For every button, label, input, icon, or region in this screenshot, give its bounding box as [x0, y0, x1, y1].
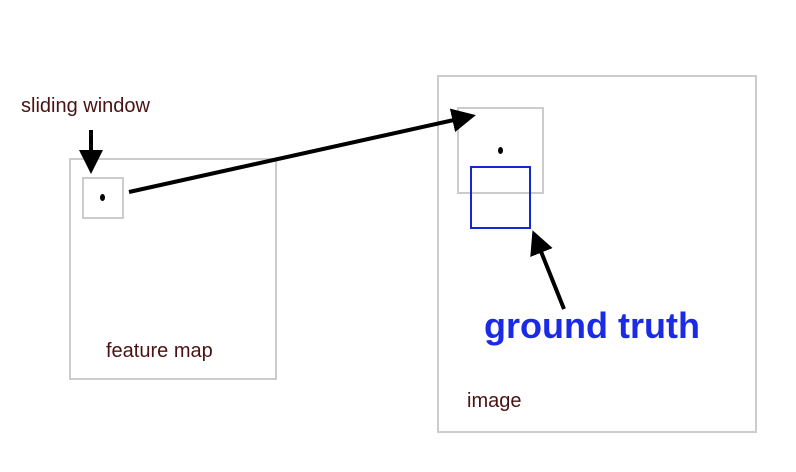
- ground-truth-box: [470, 166, 531, 229]
- feature-map-label: feature map: [106, 340, 213, 362]
- sliding-window-box: [82, 177, 124, 219]
- window-center-dot-icon: [100, 194, 105, 201]
- image-box: [437, 75, 757, 433]
- image-label: image: [467, 390, 522, 412]
- anchor-center-dot-icon: [498, 147, 503, 154]
- sliding-window-label: sliding window: [21, 95, 150, 117]
- ground-truth-label: ground truth: [484, 305, 700, 346]
